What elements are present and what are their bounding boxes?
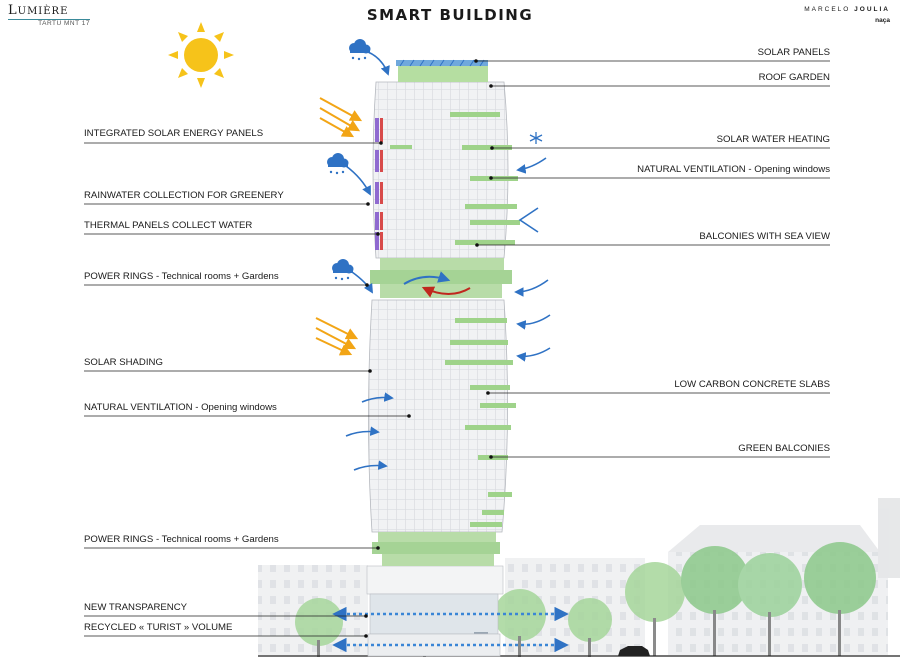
label-roof-garden: ROOF GARDEN xyxy=(758,72,830,83)
label-solar-panels: SOLAR PANELS xyxy=(757,47,830,58)
label-natural-ventilation-left: NATURAL VENTILATION - Opening windows xyxy=(84,402,277,413)
leader-dots-left xyxy=(364,141,411,638)
upper-tower xyxy=(372,81,509,259)
wind-arrows-right xyxy=(514,157,551,362)
architect-logo: MARCELO JOULIA naça xyxy=(804,6,890,24)
leader-dots-right xyxy=(474,59,494,459)
label-integrated-solar-energy-panels: INTEGRATED SOLAR ENERGY PANELS xyxy=(84,128,264,139)
car-icon xyxy=(618,646,650,656)
sun-icon xyxy=(168,22,234,88)
transparency-arrows xyxy=(332,606,569,653)
power-ring-lower xyxy=(372,532,500,566)
label-power-rings-lower: POWER RINGS - Technical rooms + Gardens xyxy=(84,534,279,545)
logo-subtitle: TARTU MNT 17 xyxy=(38,20,90,27)
label-solar-water-heating: SOLAR WATER HEATING xyxy=(716,134,830,145)
architect-sub: naça xyxy=(875,17,890,24)
view-chevron-icon xyxy=(518,207,539,233)
logo-rule xyxy=(8,19,90,20)
integrated-solar-panels xyxy=(375,118,383,250)
podium xyxy=(366,565,504,657)
label-rainwater-collection: RAINWATER COLLECTION FOR GREENERY xyxy=(84,190,284,201)
label-balconies-sea-view: BALCONIES WITH SEA VIEW xyxy=(699,231,830,242)
label-new-transparency: NEW TRANSPARENCY xyxy=(84,602,188,613)
label-natural-ventilation-right: NATURAL VENTILATION - Opening windows xyxy=(637,164,830,175)
sun-rays-lower xyxy=(315,317,359,356)
snowflake-icon xyxy=(529,132,543,144)
cloud-icon-2 xyxy=(327,153,349,175)
sun-rays-upper xyxy=(319,97,363,138)
cloud-icon-3 xyxy=(332,259,354,281)
lower-balconies xyxy=(445,318,516,527)
label-low-carbon-slabs: LOW CARBON CONCRETE SLABS xyxy=(674,379,830,390)
roof-garden xyxy=(398,66,488,82)
lumiere-wordmark: LUMIÈRE xyxy=(8,3,69,18)
page-title: SMART BUILDING xyxy=(366,6,534,24)
leader-lines-right xyxy=(476,60,830,458)
label-green-balconies: GREEN BALCONIES xyxy=(738,443,830,454)
label-power-rings-upper: POWER RINGS - Technical rooms + Gardens xyxy=(84,271,279,282)
architect-name: MARCELO JOULIA xyxy=(804,6,890,13)
label-solar-shading: SOLAR SHADING xyxy=(84,357,163,368)
leader-lines-left xyxy=(84,142,409,637)
label-recycled-turist-volume: RECYCLED « TURIST » VOLUME xyxy=(84,622,233,633)
label-thermal-panels: THERMAL PANELS COLLECT WATER xyxy=(84,220,253,231)
wind-arrows-left xyxy=(345,392,394,471)
cloud-icon-1 xyxy=(349,39,371,61)
upper-balconies xyxy=(390,112,520,245)
trees xyxy=(295,542,876,657)
lumiere-logo: LUMIÈRE TARTU MNT 17 xyxy=(8,3,90,27)
